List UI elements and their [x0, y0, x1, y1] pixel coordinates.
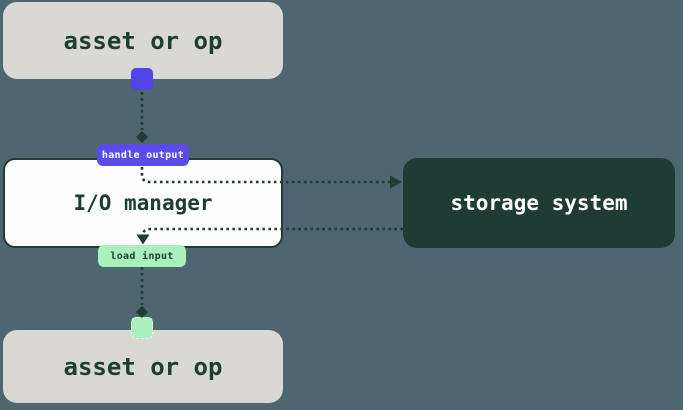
- edge-label-handle-output: handle output: [97, 144, 189, 166]
- arrowhead-into-storage: [390, 175, 402, 189]
- edge-label-load-input: load input: [98, 245, 186, 267]
- output-connector-square: [131, 68, 153, 90]
- input-connector-square: [131, 317, 153, 339]
- node-io-manager-label: I/O manager: [73, 191, 213, 215]
- edge-label-handle-output-text: handle output: [101, 149, 185, 161]
- node-asset-or-op-bottom: asset or op: [3, 330, 283, 403]
- node-asset-or-op-bottom-label: asset or op: [63, 352, 223, 381]
- node-storage-system: storage system: [403, 158, 675, 248]
- node-asset-or-op-top: asset or op: [3, 2, 283, 79]
- diamond-marker-top: [136, 131, 148, 143]
- node-asset-or-op-top-label: asset or op: [63, 26, 223, 55]
- edge-label-load-input-text: load input: [110, 250, 174, 262]
- node-storage-system-label: storage system: [450, 191, 628, 215]
- node-io-manager: I/O manager: [3, 158, 283, 248]
